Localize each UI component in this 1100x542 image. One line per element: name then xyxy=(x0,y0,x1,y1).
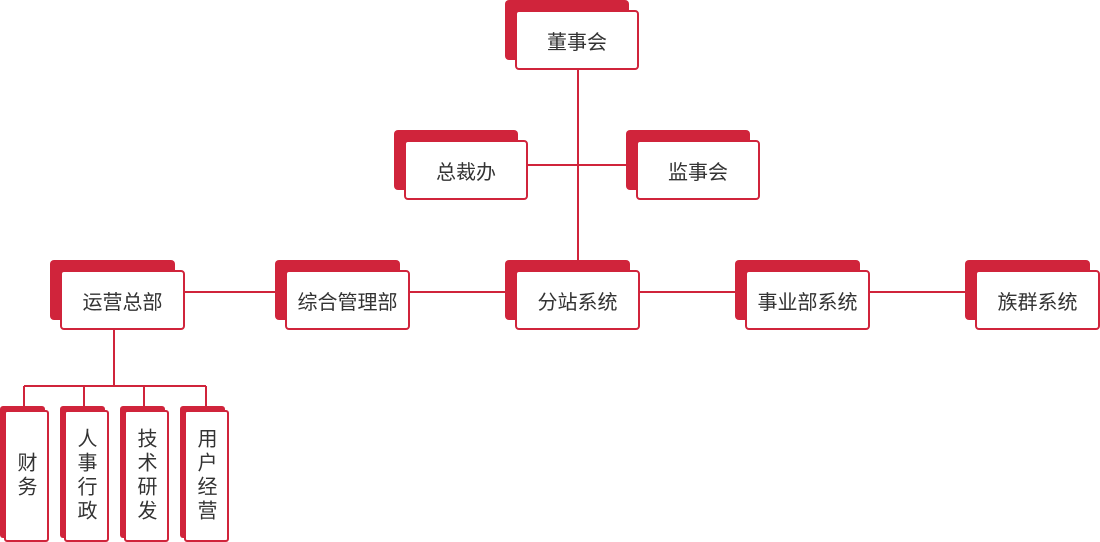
node-general-management: 综合管理部 xyxy=(275,260,410,330)
node-general-management-label: 综合管理部 xyxy=(285,270,410,330)
node-user-operations-label: 用户经营 xyxy=(184,410,229,542)
node-board-label: 董事会 xyxy=(515,10,639,70)
node-president-office: 总裁办 xyxy=(394,130,528,200)
node-hr-admin: 人事行政 xyxy=(60,406,109,542)
node-supervisory-board-label: 监事会 xyxy=(636,140,760,200)
node-substation-system-label: 分站系统 xyxy=(515,270,640,330)
node-tech-rd: 技术研发 xyxy=(120,406,169,542)
node-group-system: 族群系统 xyxy=(965,260,1100,330)
node-user-operations: 用户经营 xyxy=(180,406,229,542)
node-supervisory-board: 监事会 xyxy=(626,130,760,200)
node-group-system-label: 族群系统 xyxy=(975,270,1100,330)
node-board: 董事会 xyxy=(505,0,639,70)
node-business-division: 事业部系统 xyxy=(735,260,870,330)
node-president-office-label: 总裁办 xyxy=(404,140,528,200)
node-finance-label: 财务 xyxy=(4,410,49,542)
node-finance: 财务 xyxy=(0,406,49,542)
node-substation-system: 分站系统 xyxy=(505,260,640,330)
node-operations-label: 运营总部 xyxy=(60,270,185,330)
node-tech-rd-label: 技术研发 xyxy=(124,410,169,542)
node-hr-admin-label: 人事行政 xyxy=(64,410,109,542)
node-operations: 运营总部 xyxy=(50,260,185,330)
node-business-division-label: 事业部系统 xyxy=(745,270,870,330)
